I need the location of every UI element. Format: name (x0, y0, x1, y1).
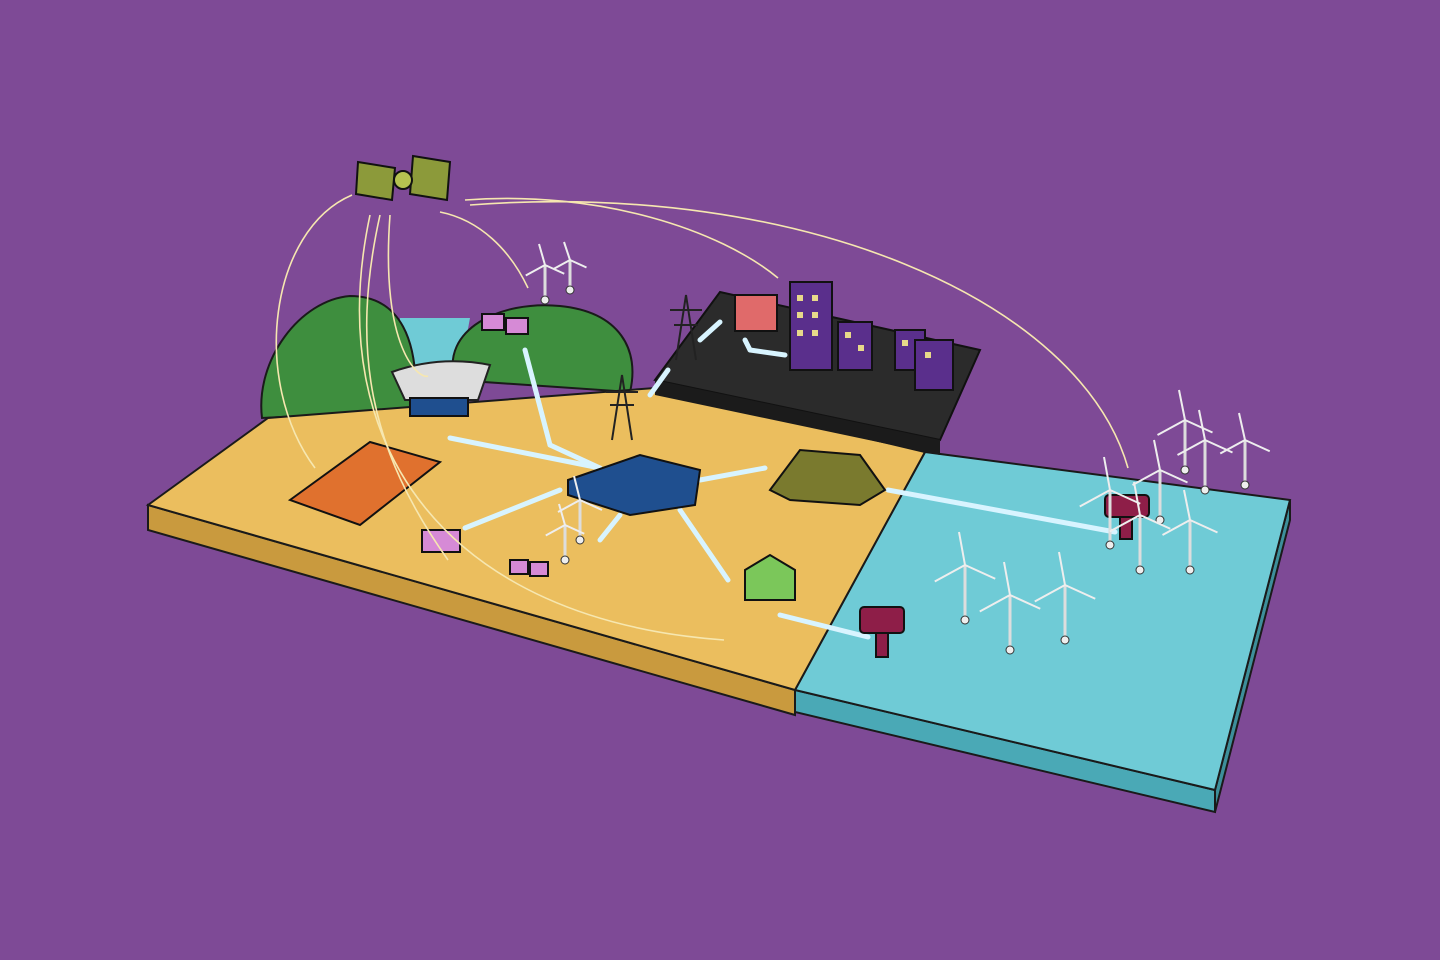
wind-turbine-icon (934, 531, 996, 625)
power-plant-icon (768, 448, 887, 507)
wind-turbine-icon (1157, 389, 1213, 475)
wind-turbine-icon (553, 241, 587, 295)
wind-turbine-icon (1034, 551, 1096, 645)
city-icon (653, 281, 982, 455)
wind-turbine-icon (1162, 489, 1218, 575)
wind-turbine-icon (979, 561, 1041, 655)
wind-turbine-icon (545, 503, 585, 565)
substation-icon (567, 453, 702, 517)
wind-turbine-icon (1177, 409, 1233, 495)
satellite-icon (354, 154, 452, 202)
wind-farm (525, 241, 1271, 655)
wind-turbine-icon (557, 475, 603, 545)
hills (260, 294, 634, 420)
satellite-arrows (275, 194, 1129, 641)
transformer-icon (744, 553, 796, 601)
battery-storage-icon (421, 313, 549, 577)
wind-turbine-icon (1109, 481, 1171, 575)
transmission-tower-icon (606, 294, 702, 441)
wind-turbine-icon (1079, 456, 1141, 550)
buoy-icon (859, 494, 1150, 658)
wind-turbine-icon (1219, 412, 1271, 490)
power-lines (447, 319, 1118, 640)
solar-farm-icon (287, 440, 443, 527)
offshore-water (793, 450, 1292, 814)
